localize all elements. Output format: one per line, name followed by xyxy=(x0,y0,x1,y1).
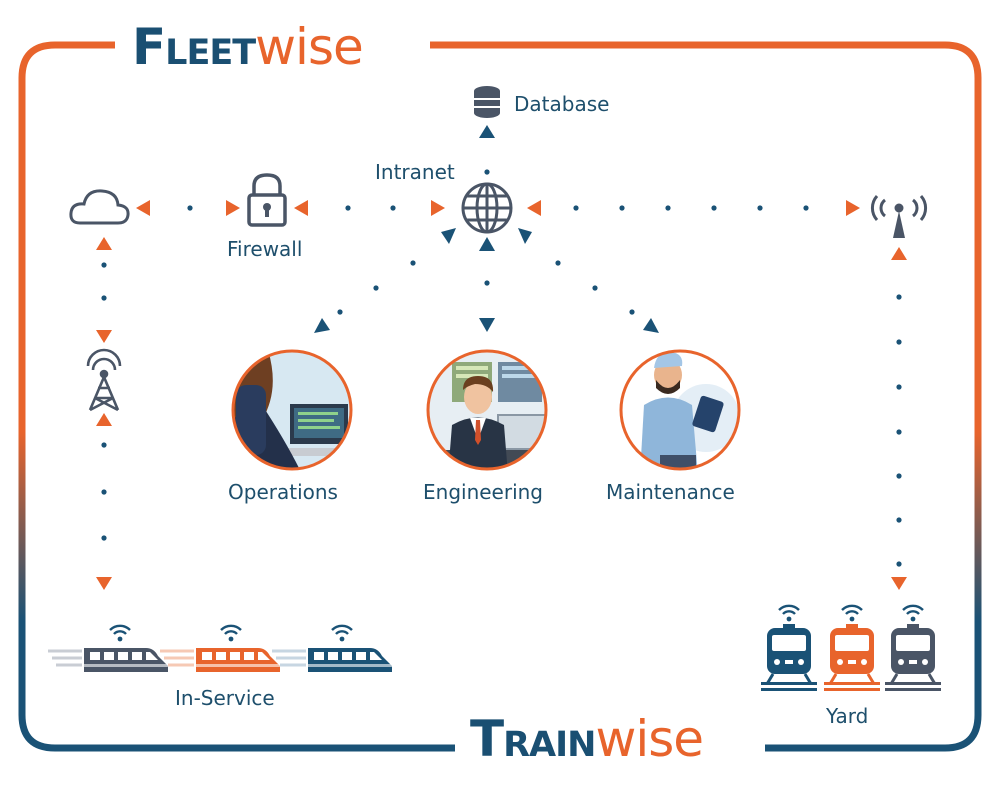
operations-photo xyxy=(231,349,353,471)
yard-train-blue xyxy=(759,622,819,693)
maintenance-label: Maintenance xyxy=(606,480,735,504)
in-service-label: In-Service xyxy=(175,686,275,710)
intranet-label: Intranet xyxy=(375,160,455,184)
fleetwise-logo-strong: Fleet xyxy=(132,18,256,76)
trainwise-logo: Trainwise xyxy=(470,714,704,764)
antenna-broadcast-icon xyxy=(870,195,928,238)
wifi-icon xyxy=(219,624,243,643)
arrow-up-database xyxy=(479,125,495,138)
fleetwise-logo: Fleetwise xyxy=(132,22,364,72)
wifi-icon xyxy=(901,604,925,623)
yard-train-orange xyxy=(822,622,882,693)
speed-lines xyxy=(48,649,306,667)
fleetwise-logo-light: wise xyxy=(255,18,364,76)
blue-arrows xyxy=(314,228,659,333)
orange-arrows xyxy=(96,200,907,590)
operations-label: Operations xyxy=(228,480,338,504)
database-icon xyxy=(474,86,500,118)
in-service-train-blue xyxy=(308,648,392,672)
yard-train-gray xyxy=(883,622,943,693)
engineering-photo xyxy=(426,349,548,471)
wifi-icon xyxy=(840,604,864,623)
cloud-icon xyxy=(69,189,130,225)
trainwise-logo-strong: Train xyxy=(470,710,596,768)
globe-icon xyxy=(461,182,513,234)
trainwise-logo-light: wise xyxy=(595,710,704,768)
lock-icon xyxy=(247,173,287,227)
frame-border xyxy=(18,41,982,752)
in-service-train-orange xyxy=(196,648,280,672)
database-label: Database xyxy=(514,92,610,116)
maintenance-photo xyxy=(619,349,741,471)
in-service-train-gray xyxy=(84,648,168,672)
engineering-label: Engineering xyxy=(423,480,543,504)
wifi-icon xyxy=(777,604,801,623)
wifi-icon xyxy=(330,624,354,643)
yard-label: Yard xyxy=(826,704,869,728)
network-dots xyxy=(101,169,902,567)
cell-tower-icon xyxy=(86,348,122,412)
wifi-icon xyxy=(108,624,132,643)
firewall-label: Firewall xyxy=(227,237,303,261)
